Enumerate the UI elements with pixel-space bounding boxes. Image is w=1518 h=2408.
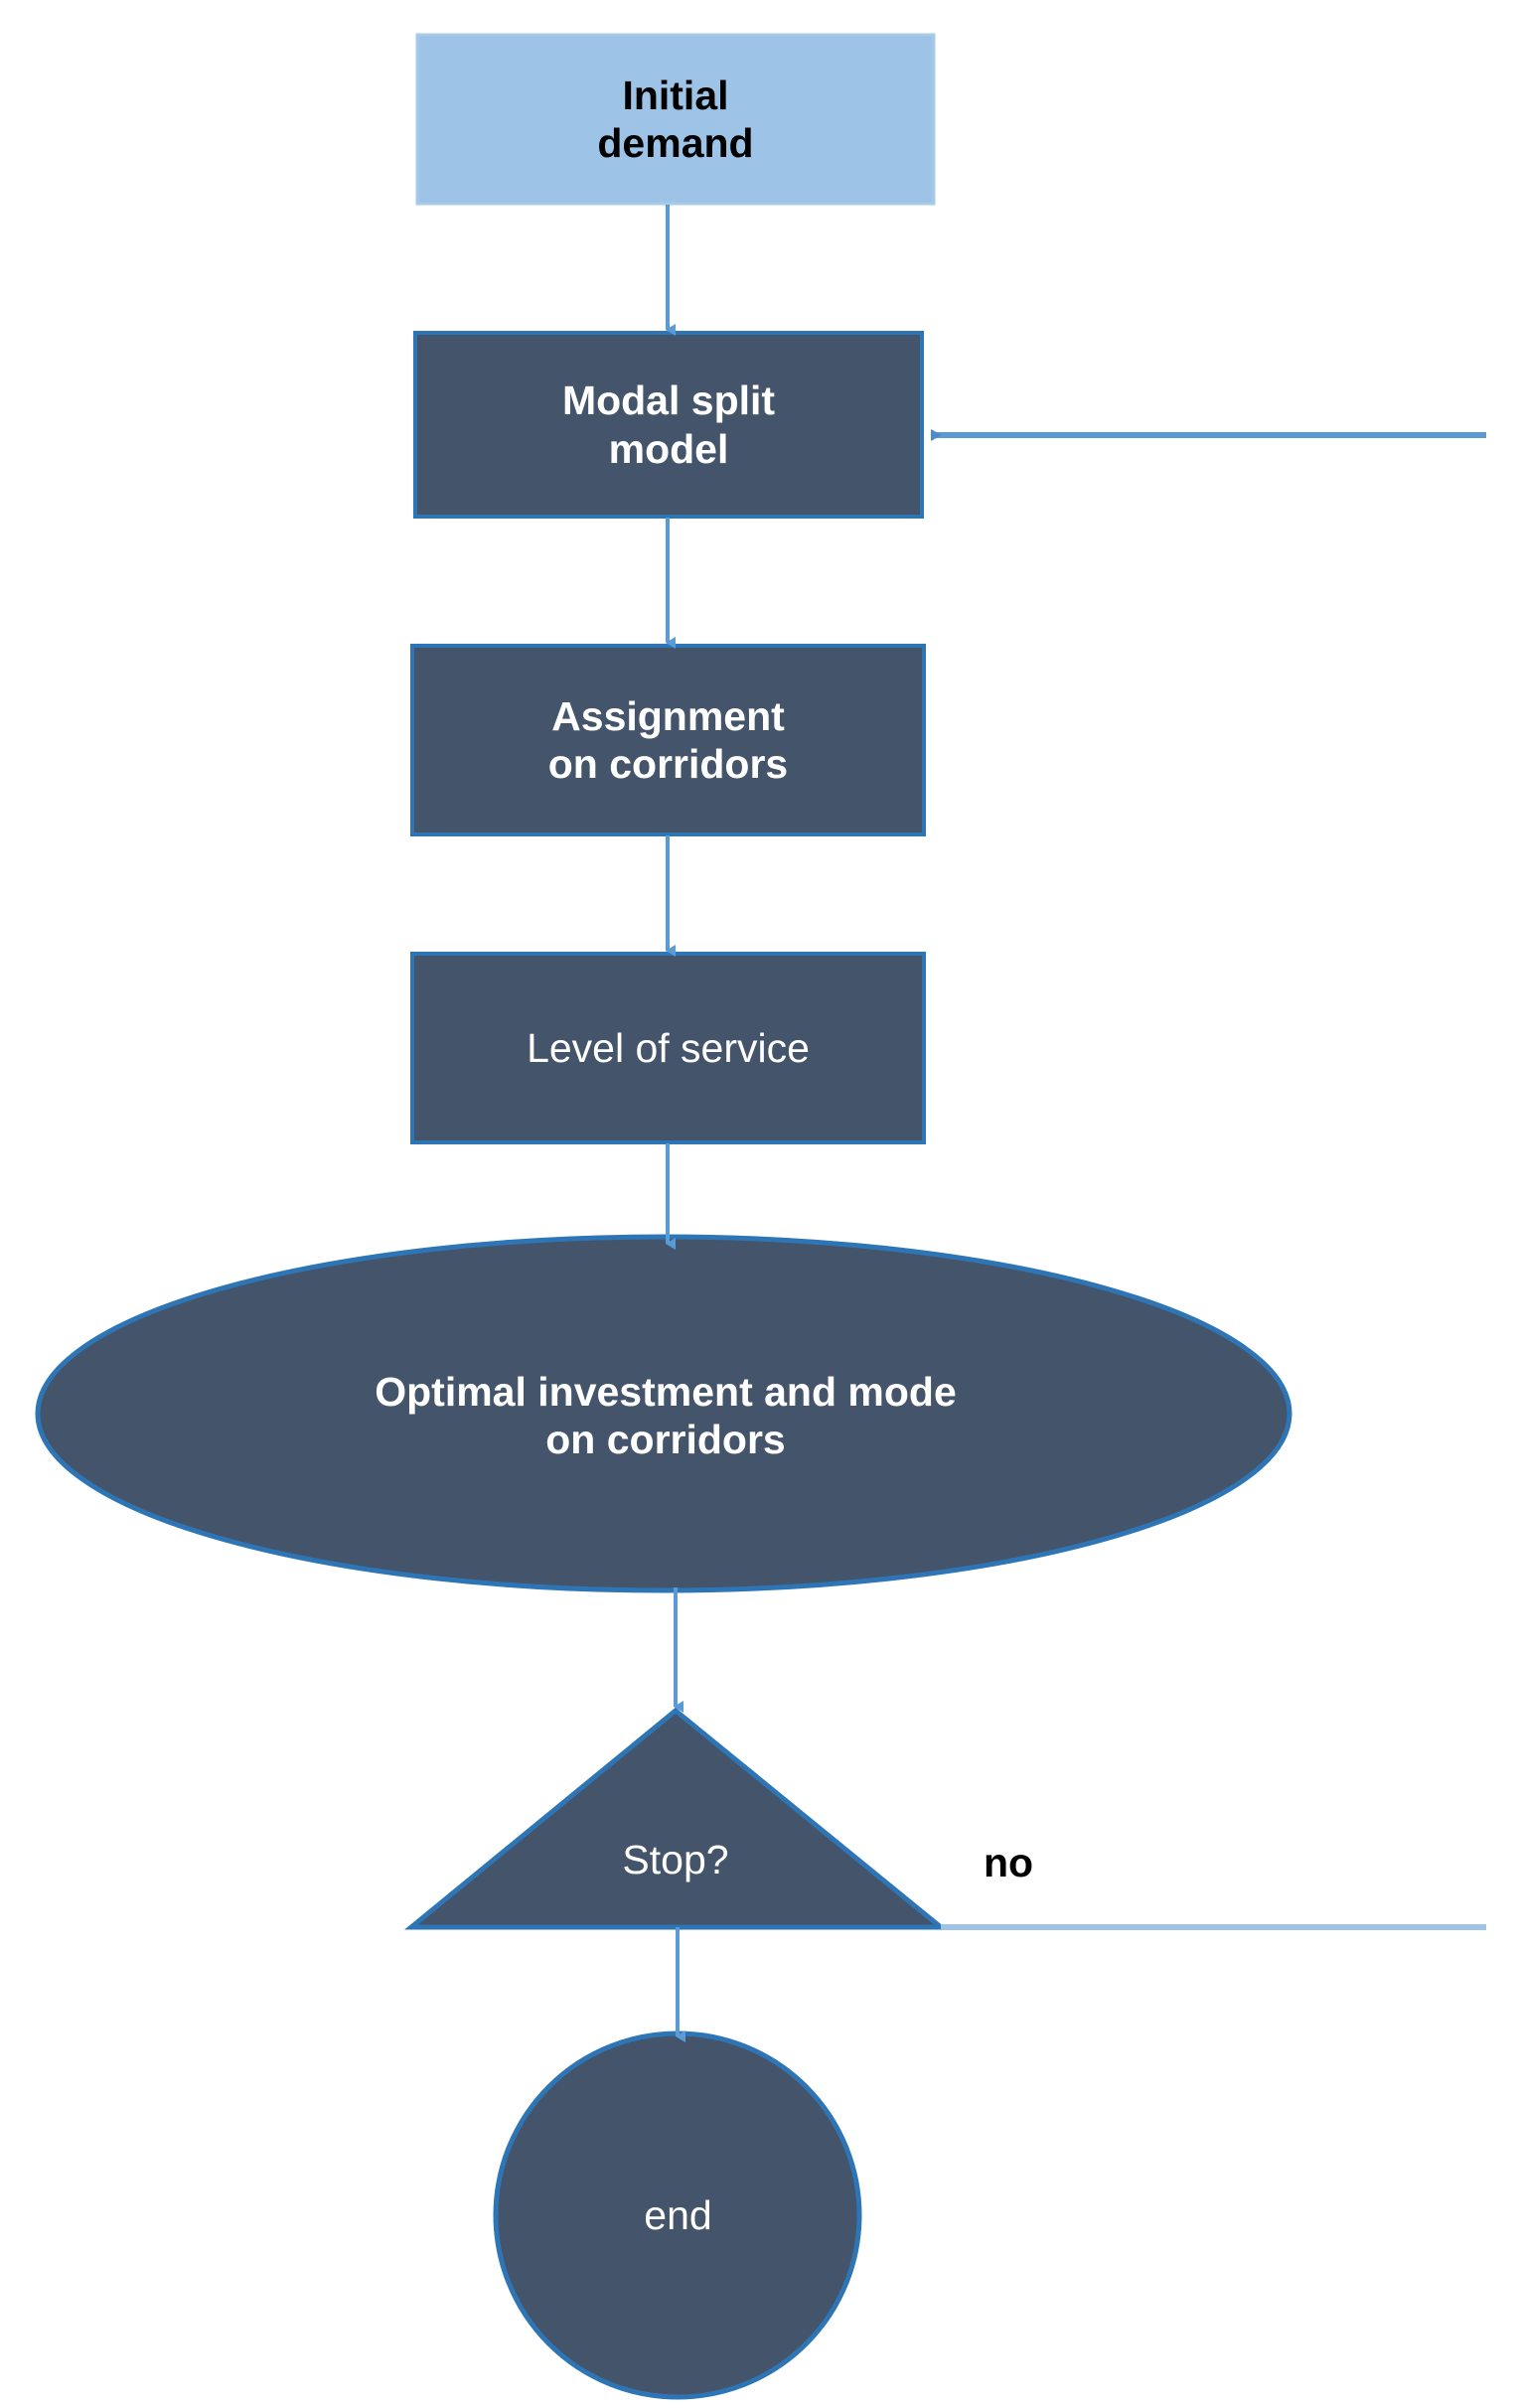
node-end[interactable]: [493, 2031, 862, 2400]
node-assignment-on-corridors[interactable]: [410, 644, 926, 836]
node-level-of-service[interactable]: [410, 952, 926, 1144]
node-initial-demand[interactable]: [415, 33, 936, 206]
node-stop-decision[interactable]: [404, 1707, 949, 1930]
node-modal-split-model[interactable]: [413, 331, 924, 519]
node-optimal-investment[interactable]: [35, 1234, 1292, 1593]
